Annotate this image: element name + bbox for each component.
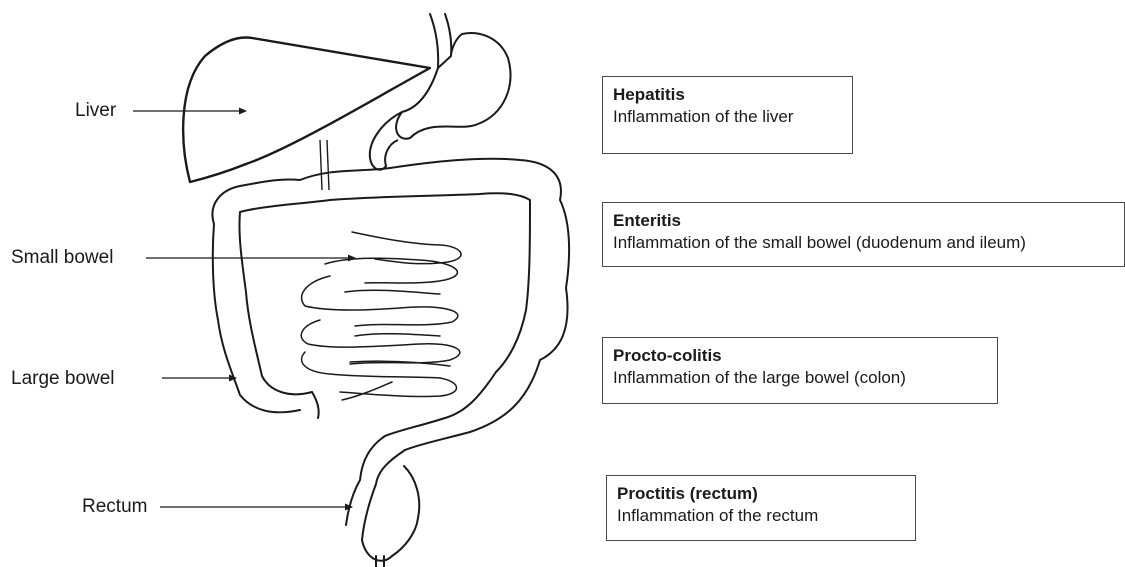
- procto-colitis-box: Procto-colitis Inflammation of the large…: [602, 337, 998, 404]
- rectum-label: Rectum: [82, 496, 147, 518]
- rectum-shape: [346, 436, 419, 567]
- condition-title: Proctitis (rectum): [617, 483, 905, 505]
- condition-description: Inflammation of the large bowel (colon): [613, 367, 987, 389]
- condition-description: Inflammation of the small bowel (duodenu…: [613, 232, 1114, 254]
- liver-label: Liver: [75, 100, 116, 122]
- enteritis-box: Enteritis Inflammation of the small bowe…: [602, 202, 1125, 267]
- condition-title: Enteritis: [613, 210, 1114, 232]
- proctitis-box: Proctitis (rectum) Inflammation of the r…: [606, 475, 916, 541]
- condition-description: Inflammation of the rectum: [617, 505, 905, 527]
- large-bowel-shape: [212, 159, 569, 450]
- liver-shape: [183, 38, 430, 182]
- stomach-shape: [370, 33, 511, 170]
- condition-title: Procto-colitis: [613, 345, 987, 367]
- condition-title: Hepatitis: [613, 84, 842, 106]
- bile-duct-shape: [320, 140, 329, 190]
- condition-description: Inflammation of the liver: [613, 106, 842, 128]
- large-bowel-label: Large bowel: [11, 368, 115, 390]
- small-bowel-shape: [301, 232, 461, 400]
- small-bowel-label: Small bowel: [11, 247, 113, 269]
- hepatitis-box: Hepatitis Inflammation of the liver: [602, 76, 853, 154]
